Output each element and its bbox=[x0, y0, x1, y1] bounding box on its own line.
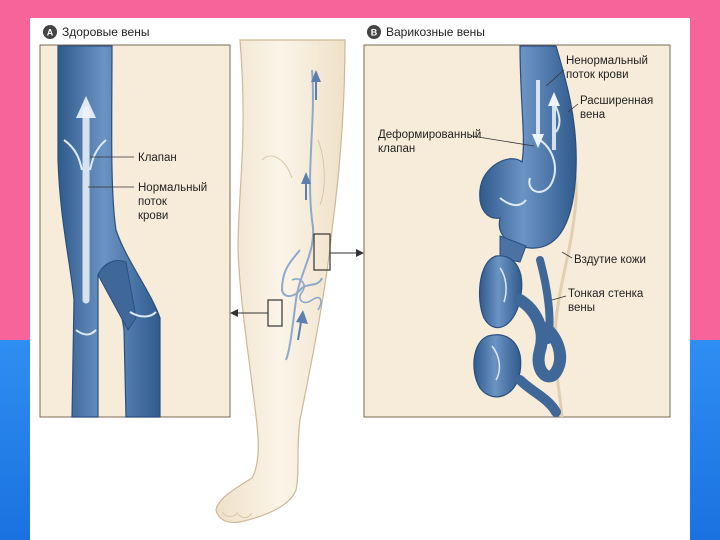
normal-flow-label-line-3: крови bbox=[138, 210, 168, 222]
panel-a: A Здоровые вены Клапан Нормальный поток bbox=[40, 25, 230, 417]
panel-a-header: A Здоровые вены bbox=[43, 25, 149, 39]
thin-wall-label-line-1: Тонкая стенка bbox=[568, 288, 644, 300]
normal-flow-label-line-2: поток bbox=[138, 196, 168, 208]
normal-flow-label-line-1: Нормальный bbox=[138, 182, 207, 194]
thin-wall-label-line-2: вены bbox=[568, 302, 595, 314]
panel-a-title: Здоровые вены bbox=[62, 25, 149, 39]
abnormal-flow-label-line-2: поток крови bbox=[566, 69, 629, 81]
abnormal-flow-label-line-1: Ненормальный bbox=[566, 55, 648, 67]
valve-label: Клапан bbox=[138, 152, 177, 164]
panel-b-title: Варикозные вены bbox=[386, 25, 485, 39]
deformed-valve-label-line-2: клапан bbox=[378, 143, 415, 155]
dilated-vein-label-line-2: вена bbox=[580, 109, 606, 121]
skin-bulge-label: Вздутие кожи bbox=[574, 254, 646, 266]
badge-b: B bbox=[371, 28, 378, 38]
deformed-valve-label-line-1: Деформированный bbox=[378, 129, 481, 141]
panel-b-header: B Варикозные вены bbox=[367, 25, 485, 39]
dilated-vein-label-line-1: Расширенная bbox=[580, 95, 653, 107]
badge-a: A bbox=[47, 28, 54, 38]
panel-b: B Варикозные вены bbox=[364, 25, 670, 417]
skin-bulge-callout: Вздутие кожи bbox=[562, 252, 646, 266]
leg-illustration bbox=[216, 40, 364, 523]
